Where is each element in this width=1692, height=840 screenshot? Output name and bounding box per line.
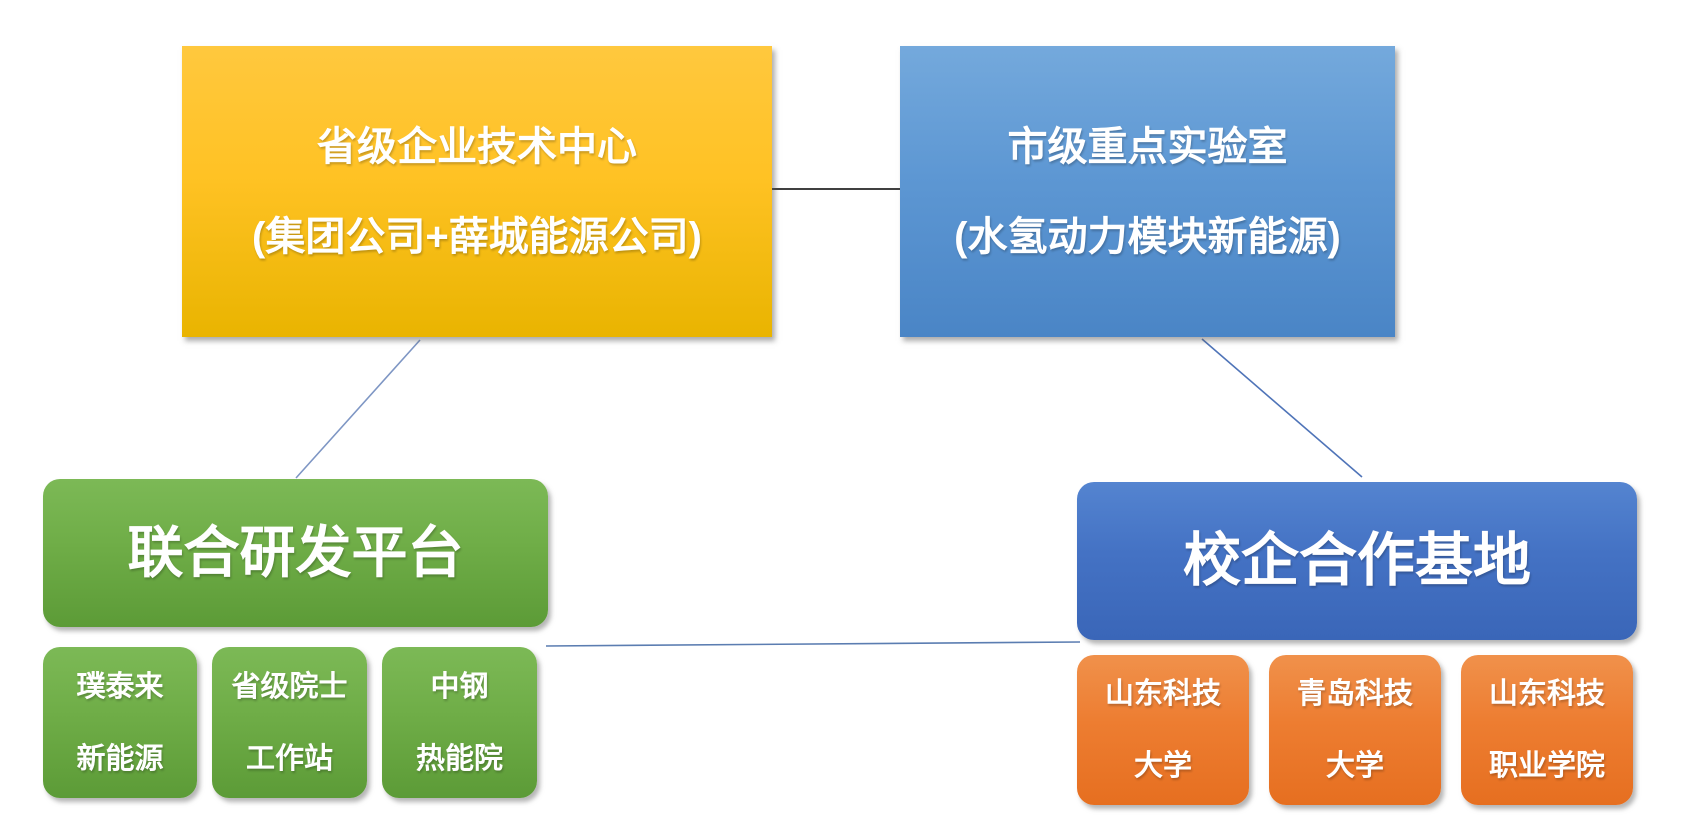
node-univ-qingdao-keji-line1: 青岛科技 — [1296, 678, 1413, 710]
node-joint-rd-platform-label: 联合研发平台 — [127, 521, 464, 584]
node-univ-shandong-keji-line1: 山东科技 — [1104, 678, 1221, 710]
node-univ-shandong-keji-line2: 大学 — [1133, 750, 1192, 782]
node-univ-shandong-vocational-line2: 职业学院 — [1488, 750, 1605, 782]
node-municipal-key-lab-subtitle: (水氢动力模块新能源) — [954, 214, 1341, 259]
connector-techcenter-rdplatform — [295, 339, 421, 479]
node-univ-shandong-keji: 山东科技 大学 — [1077, 655, 1249, 805]
node-partner-putailai: 璞泰来 新能源 — [43, 647, 197, 798]
node-partner-academician-station-line1: 省级院士 — [231, 670, 348, 703]
connector-rdplatform-coopbase — [545, 641, 1081, 647]
node-univ-qingdao-keji: 青岛科技 大学 — [1269, 655, 1441, 805]
node-partner-academician-station-line2: 工作站 — [245, 742, 333, 775]
node-school-enterprise-base-label: 校企合作基地 — [1182, 528, 1531, 593]
node-municipal-key-lab-title: 市级重点实验室 — [1007, 124, 1288, 169]
node-provincial-tech-center: 省级企业技术中心 (集团公司+薛城能源公司) — [182, 46, 772, 337]
node-provincial-tech-center-subtitle: (集团公司+薛城能源公司) — [252, 214, 702, 259]
connector-keylab-coopbase — [1201, 338, 1363, 478]
node-partner-academician-station: 省级院士 工作站 — [212, 647, 367, 798]
node-univ-shandong-vocational-line1: 山东科技 — [1488, 678, 1605, 710]
node-provincial-tech-center-title: 省级企业技术中心 — [317, 124, 637, 169]
node-partner-sinosteel-line1: 中钢 — [430, 670, 489, 703]
node-partner-putailai-line1: 璞泰来 — [76, 670, 164, 703]
node-municipal-key-lab: 市级重点实验室 (水氢动力模块新能源) — [900, 46, 1395, 337]
node-partner-putailai-line2: 新能源 — [76, 742, 164, 775]
node-school-enterprise-base: 校企合作基地 — [1077, 482, 1637, 640]
node-partner-sinosteel-line2: 热能院 — [415, 742, 503, 775]
node-univ-shandong-vocational: 山东科技 职业学院 — [1461, 655, 1633, 805]
node-univ-qingdao-keji-line2: 大学 — [1325, 750, 1384, 782]
node-partner-sinosteel: 中钢 热能院 — [382, 647, 537, 798]
node-joint-rd-platform: 联合研发平台 — [43, 479, 548, 627]
